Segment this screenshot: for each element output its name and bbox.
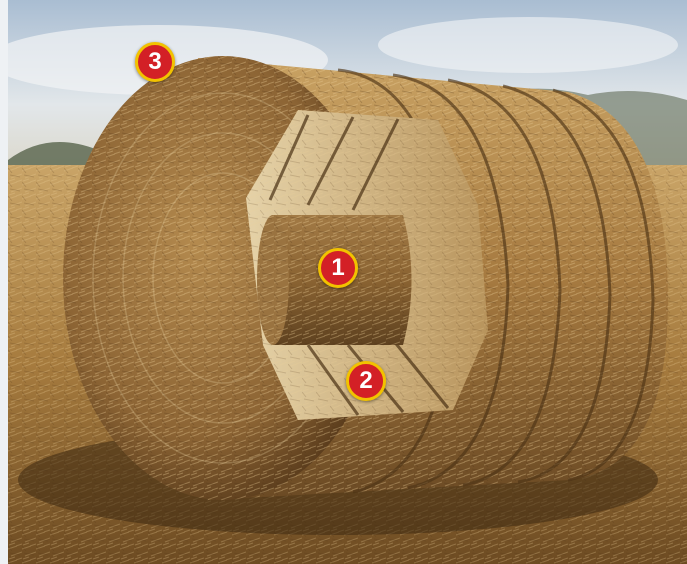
marker-badge-2: 2: [346, 361, 386, 401]
marker-badge-1: 1: [318, 248, 358, 288]
marker-badge-3: 3: [135, 42, 175, 82]
